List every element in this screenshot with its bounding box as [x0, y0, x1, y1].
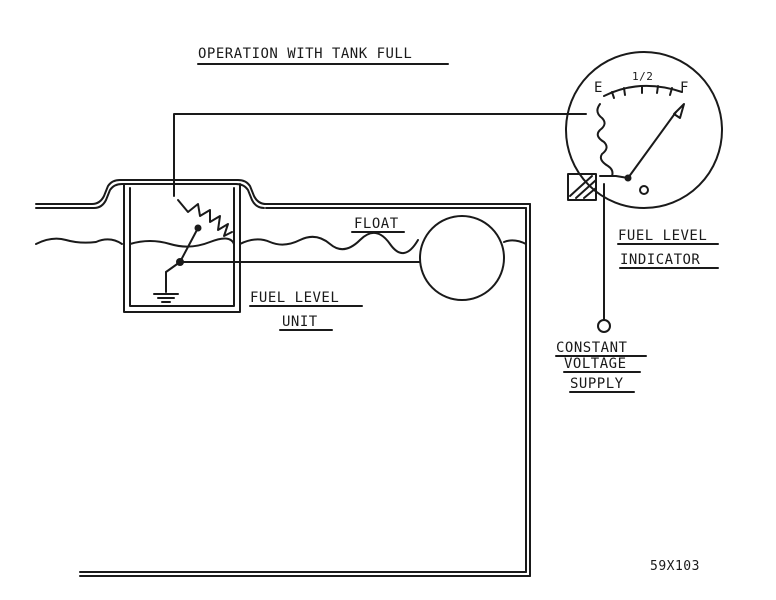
gauge-needle-tip	[673, 103, 685, 119]
indicator-label-line-2: INDICATOR	[620, 252, 700, 268]
wire-unit-to-indicator	[173, 113, 587, 197]
needle-junction	[624, 174, 632, 182]
gauge-tick-2	[623, 87, 626, 96]
fuel-surface-inside	[129, 237, 235, 248]
gauge-empty-mark: E	[594, 80, 603, 96]
unit-housing-inner	[129, 187, 235, 307]
float	[419, 215, 505, 301]
heater-hatch-1	[569, 175, 593, 197]
figure-id: 59X103	[650, 559, 700, 574]
gauge-tick-1	[611, 91, 615, 99]
heater-hatch-3	[583, 187, 597, 199]
unit-resistor	[177, 199, 233, 237]
supply-terminal	[597, 319, 611, 333]
wiper-arm	[179, 227, 199, 263]
gauge-housing	[565, 51, 723, 209]
tank-top-left-inner	[35, 183, 265, 209]
supply-label-line-3: SUPPLY	[570, 376, 624, 392]
heater-hatch-2	[575, 179, 597, 199]
unit-label-line-1: FUEL LEVEL	[250, 290, 339, 306]
gauge-tick-5	[669, 87, 673, 96]
supply-label-line-2: VOLTAGE	[564, 356, 627, 372]
unit-label-line-2: UNIT	[282, 314, 318, 330]
gauge-needle	[627, 111, 677, 179]
tank-top-left	[35, 179, 267, 205]
wiper-contact	[194, 224, 202, 232]
gauge-heater-block	[567, 173, 597, 201]
indicator-label-line-1: FUEL LEVEL	[618, 228, 707, 244]
gauge-tick-4	[656, 85, 659, 94]
float-arm-pivot	[176, 258, 184, 266]
supply-label-line-1: CONSTANT	[556, 340, 628, 356]
float-label: FLOAT	[354, 216, 399, 232]
unit-housing	[123, 183, 241, 313]
fuel-surface-right	[239, 232, 527, 254]
fuel-surface-left	[35, 237, 123, 245]
gauge-coil	[596, 103, 614, 177]
gauge-full-mark: F	[680, 80, 689, 96]
gauge-pivot	[639, 185, 649, 195]
gauge-half-mark: 1/2	[632, 70, 653, 83]
page-title: OPERATION WITH TANK FULL	[198, 46, 412, 62]
gauge-internal-wire	[599, 175, 629, 179]
